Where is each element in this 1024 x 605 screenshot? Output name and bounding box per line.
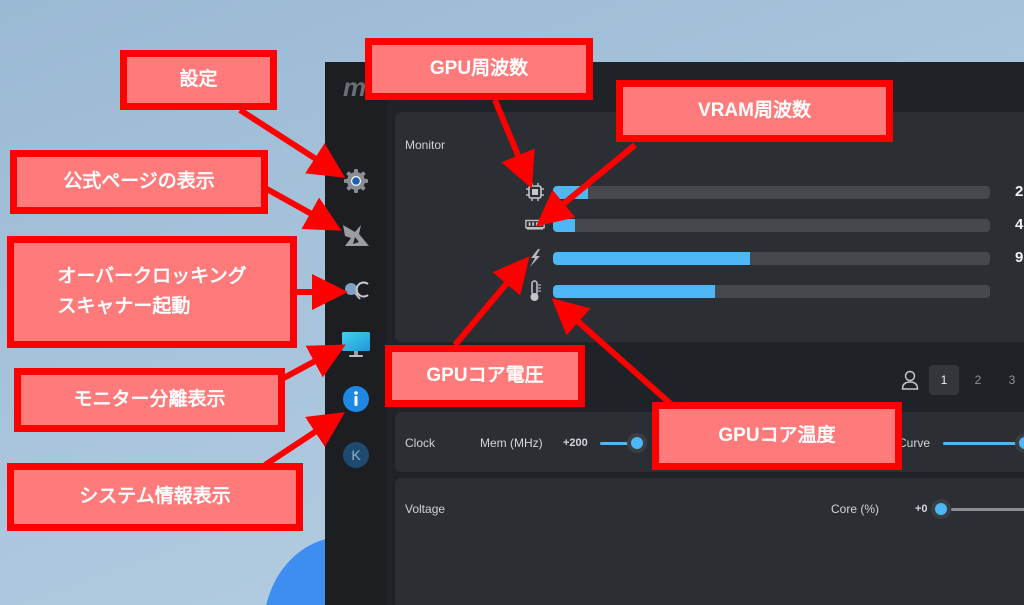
mem-clock-slider-track[interactable] (600, 442, 635, 445)
gpu-chip-icon (525, 183, 545, 201)
vram-clock-row: 4 (515, 213, 1024, 237)
mem-clock-slider-knob[interactable] (631, 437, 643, 449)
gpu-clock-row: 2 (515, 180, 1024, 204)
callout-system-info-text: システム情報表示 (79, 485, 231, 507)
core-temp-bar (553, 285, 990, 298)
callout-official-page-text: 公式ページの表示 (63, 170, 215, 192)
callout-vram-clock: VRAM周波数 (616, 80, 893, 142)
callout-gpu-clock-text: GPU周波数 (429, 57, 529, 79)
curve-slider-knob[interactable] (1019, 437, 1024, 449)
callout-oc-scanner: オーバークロッキング スキャナー起動 (7, 236, 297, 348)
core-voltage-value: 9 (1015, 249, 1024, 266)
core-voltage-slider-track[interactable] (951, 508, 1024, 511)
core-voltage-offset-value: +0 (915, 503, 928, 515)
msi-dragon-icon (343, 225, 369, 246)
callout-official-page: 公式ページの表示 (10, 150, 268, 214)
curve-label: Curve (898, 436, 931, 450)
callout-settings: 設定 (120, 50, 277, 110)
monitor-title: Monitor (405, 138, 446, 152)
gpu-clock-value: 2 (1015, 183, 1024, 200)
clock-title: Clock (405, 436, 436, 450)
memory-icon (525, 216, 545, 234)
kombustor-button[interactable]: K (341, 440, 371, 470)
voltage-panel: Voltage Core (%) +0 (395, 478, 1024, 605)
callout-gpu-clock: GPU周波数 (365, 38, 593, 100)
gpu-clock-bar (553, 186, 990, 199)
voltage-title: Voltage (405, 502, 446, 516)
svg-text:K: K (351, 447, 361, 463)
system-info-button[interactable] (341, 384, 371, 414)
monitor-detach-button[interactable] (341, 330, 371, 360)
info-icon (343, 386, 369, 412)
core-voltage-slider-knob[interactable] (935, 503, 947, 515)
profile-selector: 1 2 3 (895, 362, 1024, 398)
thermometer-icon (525, 280, 545, 301)
profile-3-button[interactable]: 3 (1008, 373, 1016, 387)
core-voltage-label: Core (%) (831, 502, 880, 516)
callout-vram-clock-text: VRAM周波数 (698, 99, 811, 121)
settings-button[interactable] (341, 166, 371, 196)
callout-core-temp: GPUコア温度 (652, 402, 902, 470)
k-icon: K (343, 442, 369, 468)
callout-monitor-detach: モニター分離表示 (14, 368, 285, 432)
callout-core-temp-text: GPUコア温度 (718, 424, 836, 446)
mem-clock-value: +200 (563, 437, 588, 449)
callout-core-voltage: GPUコア電圧 (385, 345, 585, 407)
callout-settings-text: 設定 (179, 68, 218, 90)
brand-logo: m (343, 72, 366, 102)
vram-clock-value: 4 (1015, 216, 1024, 233)
mem-clock-label: Mem (MHz) (480, 436, 543, 450)
core-voltage-bar (553, 252, 990, 265)
callout-monitor-detach-text: モニター分離表示 (73, 388, 226, 410)
official-page-button[interactable] (341, 220, 371, 250)
core-temp-row (515, 279, 1024, 303)
monitor-panel: Monitor 2 4 9 (395, 112, 1024, 342)
sidebar: m (325, 62, 387, 605)
profile-2-button[interactable]: 2 (974, 373, 982, 387)
app-window: m (325, 62, 1024, 605)
monitor-icon (342, 332, 370, 357)
profile-1-button[interactable]: 1 (929, 365, 959, 395)
user-icon[interactable] (895, 365, 925, 395)
callout-core-voltage-text: GPUコア電圧 (426, 364, 544, 386)
oc-scanner-button[interactable] (341, 276, 371, 306)
curve-slider-track[interactable] (943, 442, 1023, 445)
vram-clock-bar (553, 219, 990, 232)
voltage-icon (525, 249, 545, 267)
oc-scanner-icon (345, 281, 369, 300)
gear-icon (344, 169, 368, 193)
core-voltage-row: 9 (515, 246, 1024, 270)
callout-system-info: システム情報表示 (7, 463, 303, 531)
callout-oc-scanner-text: オーバークロッキング スキャナー起動 (57, 265, 247, 317)
